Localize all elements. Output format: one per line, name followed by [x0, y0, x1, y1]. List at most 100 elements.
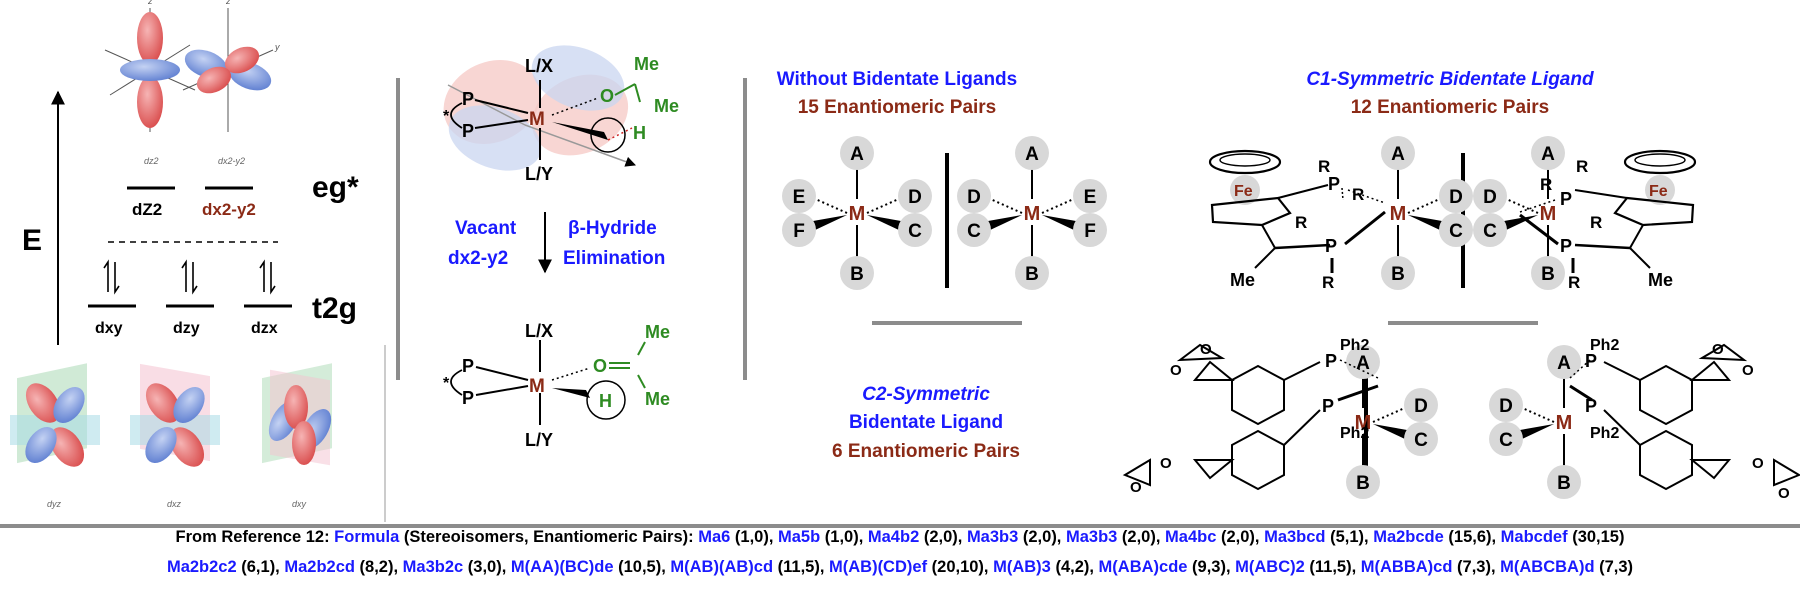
- fe-left: Fe: [1234, 183, 1253, 200]
- beta-hydride-label: β-Hydride: [568, 218, 657, 239]
- formula-value: (2,0),: [919, 528, 967, 546]
- ligand-B: B: [850, 264, 864, 285]
- formula-item: Ma4bc: [1165, 528, 1217, 546]
- c2-title-line1: C2-Symmetric: [862, 384, 990, 405]
- formula-value: (1,0),: [820, 528, 868, 546]
- p-atom-bottom-1: P: [462, 356, 474, 376]
- formula-value: (6,1),: [236, 558, 285, 576]
- formula-item: M(AA)(BC)de: [510, 558, 614, 576]
- formula-value: (4,2),: [1050, 558, 1099, 576]
- dx2y2-level-label: dx2-y2: [202, 200, 256, 219]
- formula-value: (11,5),: [773, 558, 829, 576]
- ligand-B: B: [1025, 264, 1039, 285]
- chiral-star-bottom: *: [443, 375, 450, 392]
- energy-diagram: E z dz2 z y dx2-y2: [10, 0, 386, 522]
- formula-item: M(AB)(AB)cd: [670, 558, 774, 576]
- r-c1-l-1: R: [1318, 157, 1330, 176]
- formula-item: M(ABA)cde: [1098, 558, 1188, 576]
- ligand-circle: [1346, 465, 1380, 499]
- p-c1-left-2: P: [1325, 236, 1337, 256]
- ligand-D: D: [1414, 396, 1428, 417]
- c1-pairs: 12 Enantiomeric Pairs: [1351, 97, 1550, 118]
- o-segphos-r3: O: [1752, 455, 1764, 472]
- metal-center: M: [1556, 412, 1573, 434]
- p-c1-right-1: P: [1560, 189, 1572, 209]
- ligand-E: E: [793, 187, 806, 208]
- ligand-D: D: [908, 187, 922, 208]
- metal-center: M: [849, 203, 866, 225]
- o-segphos-l3: O: [1160, 455, 1172, 472]
- formula-item: M(ABC)2: [1235, 558, 1305, 576]
- ligand-circle: [1489, 388, 1523, 422]
- o-atom-bottom: O: [593, 356, 607, 376]
- metal-center: M: [1024, 203, 1041, 225]
- dyz-small-label: dyz: [47, 499, 62, 509]
- p-segphos-l2: P: [1322, 396, 1334, 416]
- formula-value: (5,1),: [1325, 528, 1374, 546]
- formula-item: Ma4b2: [867, 528, 920, 546]
- p-atom-top-1: P: [462, 89, 474, 109]
- formula-value: (2,0),: [1216, 528, 1265, 546]
- vacant-label: Vacant: [455, 218, 517, 239]
- dx2y2-orbital-image: z y dx2-y2: [182, 0, 280, 166]
- metal-center: M: [1390, 203, 1407, 225]
- chiral-star-top: *: [443, 108, 450, 125]
- me-top-2: Me: [654, 96, 679, 116]
- formula-item: Ma3b3: [966, 528, 1019, 546]
- lx-bottom: L/X: [525, 321, 553, 341]
- energy-axis-label: E: [22, 224, 42, 257]
- ligand-A: A: [1541, 144, 1555, 165]
- ligand-circle: [1473, 179, 1507, 213]
- metal-top: M: [529, 109, 545, 130]
- formula-value: (1,0),: [730, 528, 779, 546]
- p-segphos-l1: P: [1325, 351, 1337, 371]
- ligand-circle: [1547, 345, 1581, 379]
- r-c1-r-4: R: [1568, 273, 1580, 292]
- ligand-circle: [1404, 422, 1438, 456]
- dyz-orbital-image: dyz: [10, 363, 100, 509]
- dxz-small-label: dxz: [167, 499, 182, 509]
- p-atom-bottom-2: P: [462, 388, 474, 408]
- fe-right: Fe: [1649, 183, 1668, 200]
- ph2-segphos-r2: Ph2: [1590, 425, 1619, 442]
- formula-item: Ma6: [698, 528, 731, 546]
- h-atom-top: H: [633, 123, 646, 143]
- ligand-A: A: [1391, 144, 1405, 165]
- ligand-circle: [1531, 136, 1565, 170]
- p-segphos-r2: P: [1585, 396, 1597, 416]
- dzx-level-label: dzx: [251, 320, 278, 337]
- ligand-circle: [1531, 256, 1565, 290]
- formula-value: (15,6),: [1443, 528, 1501, 546]
- panel-titles: Without Bidentate Ligands 15 Enantiomeri…: [777, 69, 1594, 462]
- o-segphos-l4: O: [1130, 479, 1142, 496]
- formula-item: Ma2b2cd: [284, 558, 355, 576]
- ph2-segphos-l2: Ph2: [1340, 425, 1369, 442]
- r-c1-l-3: R: [1295, 213, 1307, 232]
- dxy-orbital-image: dxy: [262, 363, 332, 509]
- ligand-B: B: [1557, 473, 1571, 494]
- ligand-C: C: [1449, 221, 1463, 242]
- formula-value: (8,2),: [354, 558, 403, 576]
- ligand-D: D: [967, 187, 981, 208]
- formula-item: Ma3b3: [1065, 528, 1118, 546]
- formula-item: M(ABBA)cd: [1360, 558, 1453, 576]
- ligand-circle: [898, 213, 932, 247]
- h-atom-bottom: H: [599, 391, 612, 411]
- me-bottom-1: Me: [645, 322, 670, 342]
- me-ferrocene-left: Me: [1230, 270, 1255, 290]
- ligand-circle: [840, 256, 874, 290]
- ph2-segphos-r1: Ph2: [1590, 337, 1619, 354]
- elimination-label: Elimination: [563, 248, 665, 269]
- p-c1-right-2: P: [1560, 236, 1572, 256]
- footer-formula-list-2: Ma2b2c2 (6,1), Ma2b2cd (8,2), Ma3b2c (3,…: [0, 552, 1800, 582]
- metal-center: M: [1355, 412, 1372, 434]
- dxy-level-label: dxy: [95, 320, 123, 337]
- ligand-circle: [957, 179, 991, 213]
- metal-center: M: [1540, 203, 1557, 225]
- ligand-circle: [1073, 213, 1107, 247]
- ligand-circle: [1404, 388, 1438, 422]
